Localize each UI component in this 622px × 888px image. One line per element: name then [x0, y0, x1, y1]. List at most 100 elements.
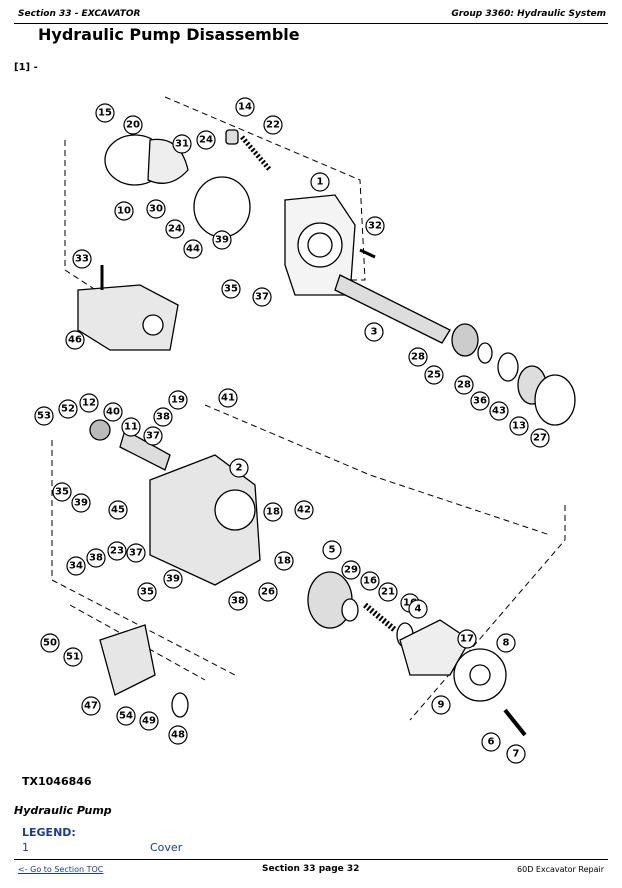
- callout-7: 7: [506, 744, 526, 764]
- callout-12: 12: [79, 393, 99, 413]
- callout-15: 15: [95, 103, 115, 123]
- svg-text:36: 36: [473, 396, 487, 407]
- callout-11: 11: [121, 417, 141, 437]
- svg-text:39: 39: [215, 235, 229, 246]
- callout-51: 51: [63, 647, 83, 667]
- callout-19: 19: [168, 390, 188, 410]
- callout-35a: 35: [221, 279, 241, 299]
- svg-text:37: 37: [255, 292, 269, 303]
- svg-text:13: 13: [512, 421, 526, 432]
- callout-39c: 39: [163, 569, 183, 589]
- callout-47: 47: [81, 696, 101, 716]
- callout-41: 41: [218, 388, 238, 408]
- exploded-pump-diagram: 15 20 14 22 31 24 1 10 30 44 39 32 24 33…: [34, 96, 576, 764]
- svg-text:16: 16: [403, 598, 417, 609]
- svg-text:25: 25: [427, 370, 441, 381]
- svg-text:5: 5: [329, 545, 336, 556]
- callout-10: 10: [114, 201, 134, 221]
- callout-5: 5: [322, 540, 342, 560]
- svg-text:34: 34: [69, 561, 83, 572]
- svg-text:24: 24: [199, 135, 213, 146]
- callout-25: 25: [424, 365, 444, 385]
- svg-text:28: 28: [411, 352, 425, 363]
- svg-text:35: 35: [140, 587, 154, 598]
- svg-text:7: 7: [513, 749, 520, 760]
- svg-text:22: 22: [266, 120, 280, 131]
- callout-16a: 16: [360, 571, 380, 591]
- callout-33: 33: [72, 249, 92, 269]
- svg-text:35: 35: [224, 284, 238, 295]
- callout-54: 54: [116, 706, 136, 726]
- figure-id: TX1046846: [22, 775, 92, 788]
- svg-text:50: 50: [43, 638, 57, 649]
- lower-parts: [89, 419, 527, 737]
- svg-text:37: 37: [146, 431, 160, 442]
- svg-text:27: 27: [533, 433, 547, 444]
- callout-18b: 18: [274, 551, 294, 571]
- svg-text:21: 21: [381, 587, 395, 598]
- callout-3: 3: [364, 322, 384, 342]
- callout-52: 52: [58, 399, 78, 419]
- svg-text:17: 17: [460, 634, 474, 645]
- svg-text:46: 46: [68, 335, 82, 346]
- manual-name: 60D Excavator Repair: [517, 865, 604, 874]
- callout-20: 20: [123, 115, 143, 135]
- svg-text:12: 12: [82, 398, 96, 409]
- svg-text:20: 20: [126, 120, 140, 131]
- svg-text:52: 52: [61, 404, 75, 415]
- svg-text:14: 14: [238, 102, 252, 113]
- svg-text:30: 30: [149, 204, 163, 215]
- callout-22: 22: [263, 115, 283, 135]
- upper-parts: [77, 129, 576, 426]
- svg-text:18: 18: [277, 556, 291, 567]
- callout-34: 34: [66, 556, 86, 576]
- svg-text:54: 54: [119, 711, 133, 722]
- callout-23: 23: [107, 541, 127, 561]
- callout-49: 49: [139, 711, 159, 731]
- svg-text:41: 41: [221, 393, 235, 404]
- svg-text:11: 11: [124, 422, 138, 433]
- callout-2: 2: [229, 458, 249, 478]
- callout-43: 43: [489, 401, 509, 421]
- callout-31: 31: [172, 134, 192, 154]
- callout-9: 9: [431, 695, 451, 715]
- svg-text:2: 2: [236, 463, 243, 474]
- reference-marker: [1] -: [14, 62, 38, 73]
- svg-text:29: 29: [344, 565, 358, 576]
- svg-text:3: 3: [371, 327, 378, 338]
- callout-37b: 37: [143, 426, 163, 446]
- page-title: Hydraulic Pump Disassemble: [38, 25, 300, 44]
- callout-35c: 35: [137, 582, 157, 602]
- svg-text:9: 9: [438, 700, 445, 711]
- go-to-toc-link[interactable]: <- Go to Section TOC: [18, 865, 104, 874]
- callout-4: 4: [408, 599, 428, 619]
- svg-text:15: 15: [98, 108, 112, 119]
- callout-40: 40: [103, 402, 123, 422]
- callout-37c: 37: [126, 543, 146, 563]
- callout-8: 8: [496, 633, 516, 653]
- callout-36: 36: [470, 391, 490, 411]
- header-section: Section 33 - EXCAVATOR: [18, 9, 141, 19]
- footer-rule: [14, 859, 608, 860]
- svg-text:24: 24: [168, 224, 182, 235]
- callout-38c: 38: [228, 591, 248, 611]
- callout-27: 27: [530, 428, 550, 448]
- svg-text:53: 53: [37, 411, 51, 422]
- callout-48: 48: [168, 725, 188, 745]
- legend-heading: LEGEND:: [22, 826, 76, 839]
- svg-text:38: 38: [156, 412, 170, 423]
- svg-text:37: 37: [129, 548, 143, 559]
- callout-42: 42: [294, 500, 314, 520]
- svg-text:16: 16: [363, 576, 377, 587]
- callout-21: 21: [378, 582, 398, 602]
- callout-44: 44: [183, 239, 203, 259]
- callout-39a: 39: [212, 230, 232, 250]
- svg-text:32: 32: [368, 221, 382, 232]
- callout-1: 1: [310, 172, 330, 192]
- svg-text:19: 19: [171, 395, 185, 406]
- svg-text:48: 48: [171, 730, 185, 741]
- legend-item-number: 1: [22, 841, 29, 854]
- svg-text:23: 23: [110, 546, 124, 557]
- callout-38b: 38: [86, 548, 106, 568]
- svg-text:51: 51: [66, 652, 80, 663]
